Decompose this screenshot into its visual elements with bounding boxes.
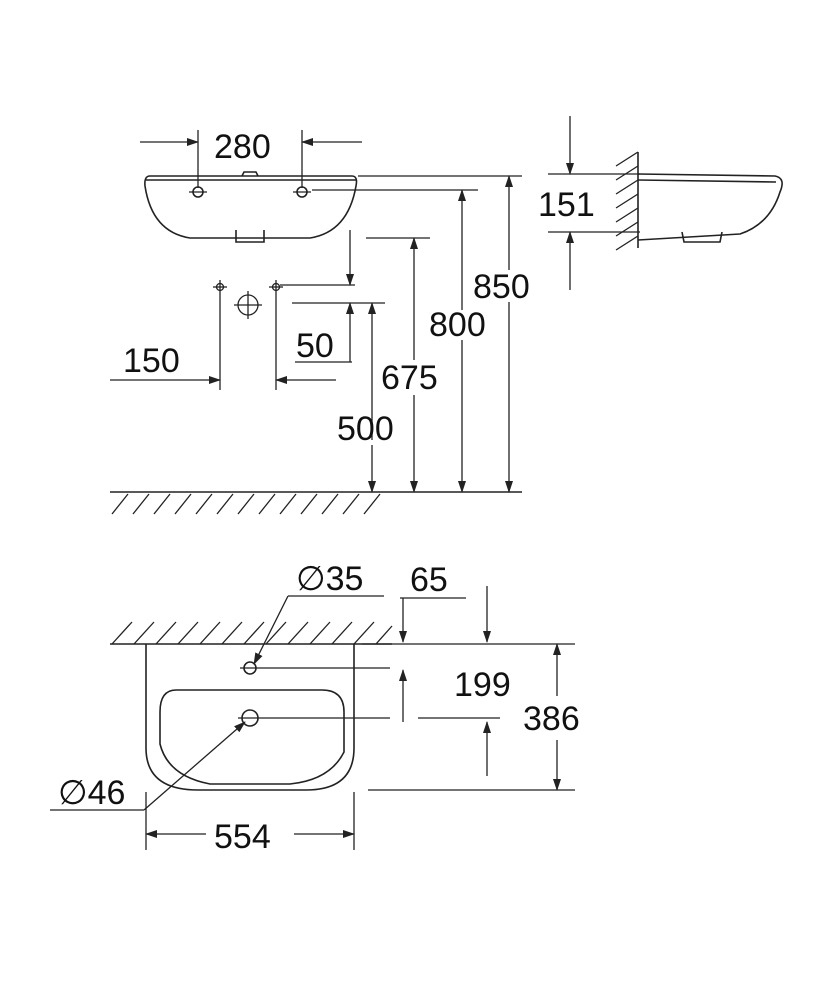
dim-tap-to-waste: 199 [454,666,511,704]
dim-top-height: 850 [473,268,530,306]
dim-width: 554 [214,818,271,856]
basin-plan-outline [145,644,355,791]
dim-supply-height: 500 [337,410,394,448]
wall-plan [110,621,393,645]
bowl-inner [159,689,345,785]
dim-tap-hole-setback: 65 [410,561,448,599]
side-elevation: 151 [538,116,783,290]
diameter-symbol: ∅ [58,774,88,812]
dim-waste-diameter: ∅46 [58,774,125,812]
diameter-symbol: ∅ [296,560,326,598]
waste-outlet [238,709,390,727]
fixing-hole-right [293,186,311,198]
dim-basin-thickness: 151 [538,186,595,224]
fixing-hole-left [189,186,207,198]
dim-tap-hole-diameter: ∅35 [296,560,363,598]
floor-line [110,491,522,515]
tap-hole-diameter-value: 35 [326,560,364,598]
wall [615,151,639,251]
dim-depth: 386 [523,700,580,738]
front-elevation: 280 150 50 [110,128,530,515]
supply-point-right [269,280,283,390]
basin-outlet [235,230,265,243]
dim-outlet-height: 675 [381,359,438,397]
dim-rim-height: 800 [429,306,486,344]
basin-front-outline [144,175,358,239]
basin-side-outline [637,173,783,241]
waste-diameter-value: 46 [88,774,126,812]
supply-point-left [213,280,227,390]
tap-hole [240,661,390,675]
dim-supply-spacing: 150 [123,342,180,380]
dim-hole-spacing: 280 [214,128,271,166]
plan-view: ∅35 65 199 386 ∅46 554 [50,560,580,856]
dim-supply-offset: 50 [296,327,334,365]
waste-point [234,291,262,319]
